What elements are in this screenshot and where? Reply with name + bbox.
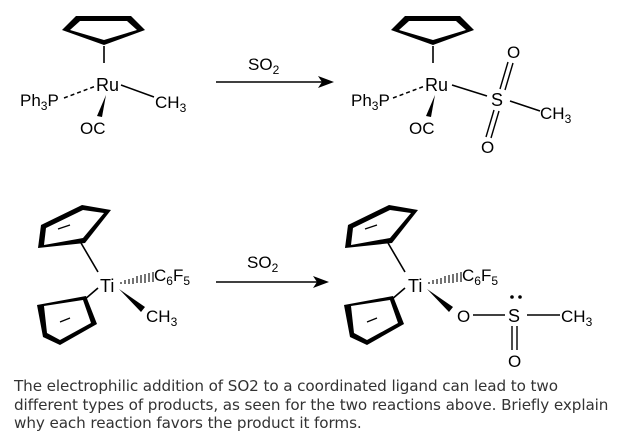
lone-pair-icon (510, 295, 522, 299)
ti-metal-label: Ti (100, 276, 114, 296)
methyl-wedge (119, 289, 145, 312)
arrow-head-icon (313, 276, 329, 288)
cp-ring-icon (344, 287, 406, 345)
ti-product: Ti C6F5 O S CH3 O (344, 205, 593, 371)
ru-reactant: Ru Ph3P CH3 OC (20, 16, 187, 138)
sulfur-label: S (508, 306, 520, 326)
cp-ring-icon (62, 16, 145, 63)
ch3-label: CH3 (561, 307, 593, 329)
c6f5-label: C6F5 (154, 266, 190, 288)
oc-label: OC (80, 119, 106, 138)
so2-reagent-label: SO2 (248, 55, 280, 77)
hashed-wedge-bond (120, 272, 154, 284)
ti-metal-label: Ti (408, 276, 422, 296)
hashed-wedge-bond (428, 272, 462, 284)
oc-label: OC (409, 119, 435, 138)
ti-o-wedge (427, 289, 453, 312)
ru-metal-label: Ru (96, 75, 119, 95)
so2-reagent-label: SO2 (247, 253, 279, 275)
ru-s-bond (451, 84, 488, 97)
ph3p-text: Ph3P (20, 91, 59, 113)
oxo-top-label: O (507, 43, 520, 62)
reaction-arrow-2: SO2 (216, 253, 329, 288)
ph3p-label: Ph3P (20, 91, 59, 113)
ru-product: Ru Ph3P S O O CH3 OC (351, 16, 572, 157)
reaction-arrow-1: SO2 (216, 55, 334, 88)
carbonyl-wedge (97, 95, 106, 117)
carbonyl-wedge (426, 95, 435, 117)
ch3-label: CH3 (155, 93, 187, 115)
ti-reactant: Ti C6F5 CH3 (37, 205, 190, 345)
cp-ring-icon (38, 205, 111, 273)
cp-ring-icon (391, 16, 474, 63)
ch3-label: CH3 (540, 104, 572, 126)
ch3-label: CH3 (146, 307, 178, 329)
c6f5-label: C6F5 (462, 266, 498, 288)
arrow-head-icon (318, 76, 334, 88)
methyl-bond (120, 84, 155, 98)
sulfur-label: S (491, 90, 503, 110)
oxo-bottom-label: O (481, 138, 494, 157)
ru-metal-label: Ru (425, 75, 448, 95)
ph3p-dash-bond (63, 85, 97, 99)
bridging-oxygen-label: O (457, 307, 470, 326)
cp-ring-icon (37, 287, 99, 345)
oxo-label: O (508, 352, 521, 371)
question-caption: The electrophilic addition of SO2 to a c… (14, 377, 609, 432)
ph3p-label: Ph3P (351, 91, 390, 113)
ph3p-dash-bond (392, 85, 426, 99)
cp-ring-icon (345, 205, 418, 273)
